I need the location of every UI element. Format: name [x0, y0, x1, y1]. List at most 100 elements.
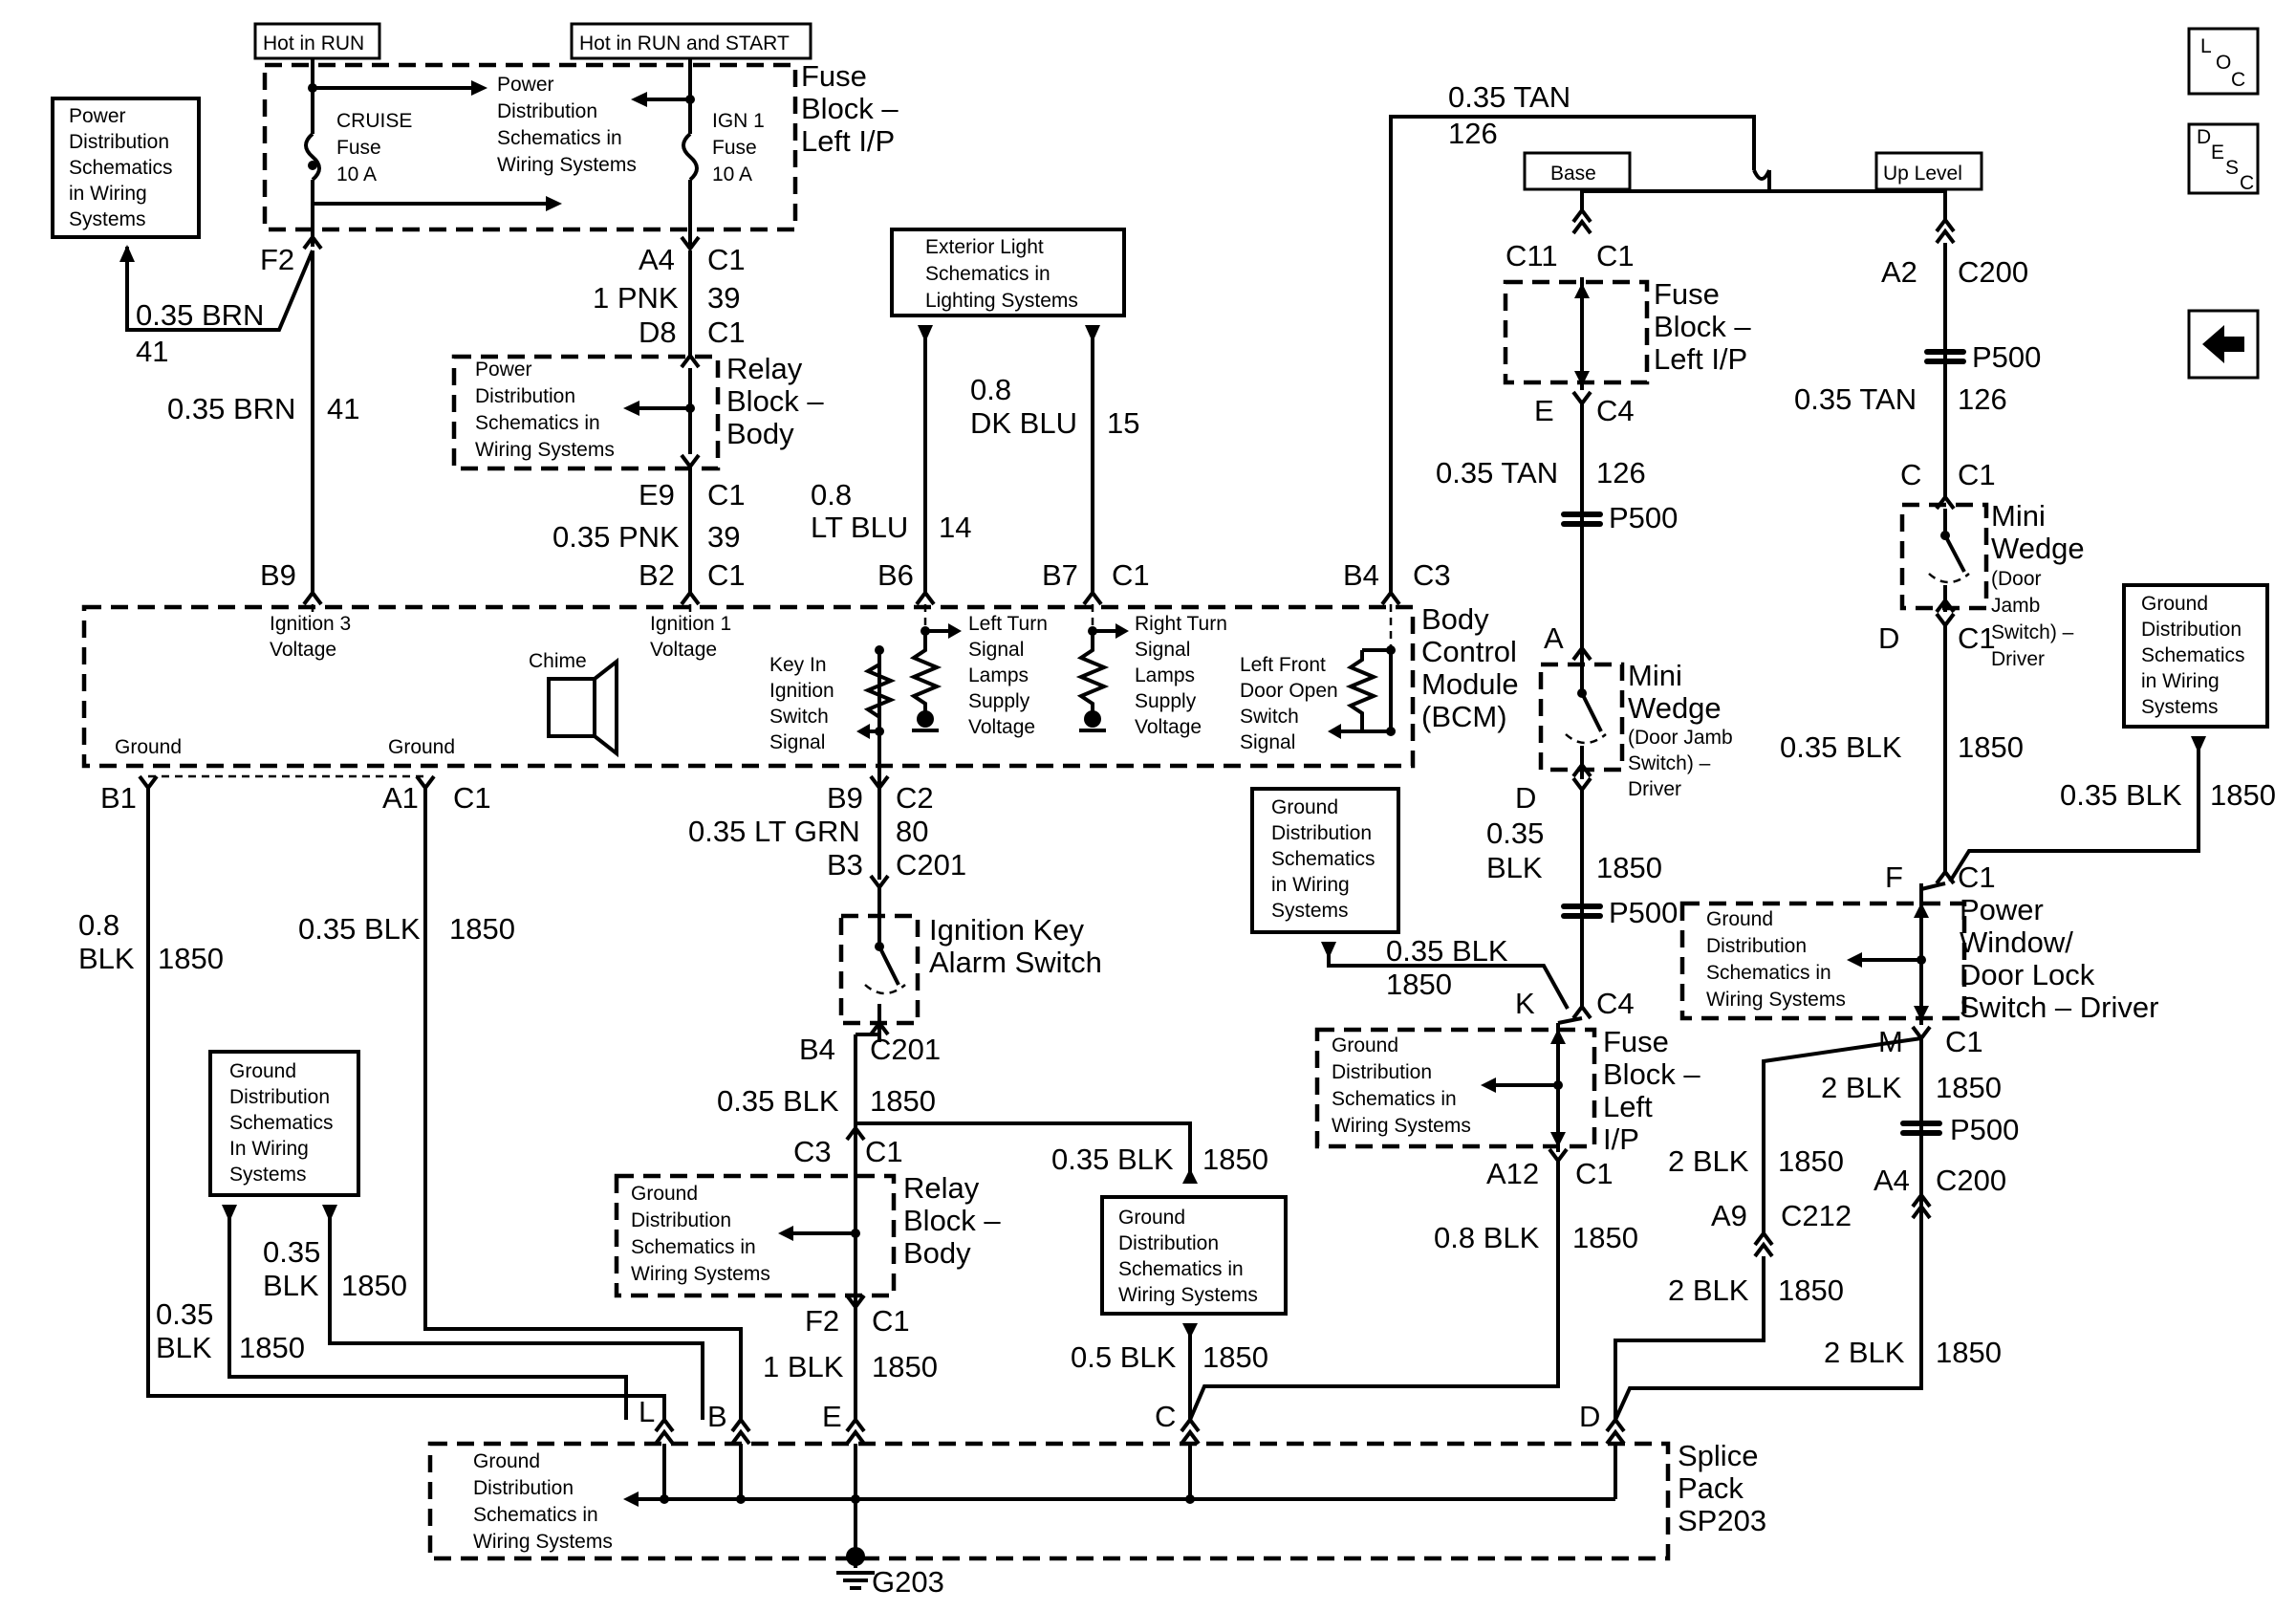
wire-ltblu-14 — [918, 325, 933, 593]
svg-text:Body: Body — [903, 1236, 971, 1270]
bcm-ign3-label: Ignition 3 — [270, 613, 351, 635]
svg-text:Schematics in: Schematics in — [475, 412, 600, 434]
svg-text:Left Turn: Left Turn — [968, 613, 1048, 635]
wire-2blk-a4-to-splice — [1614, 1218, 1923, 1421]
loc-nav-icon[interactable]: L O C — [2187, 27, 2260, 96]
svg-text:Block –: Block – — [801, 92, 899, 125]
label-c1-e9: C1 — [707, 478, 746, 512]
svg-text:Distribution: Distribution — [1118, 1232, 1219, 1254]
label-1blk: 1 BLK — [763, 1350, 844, 1383]
gd-right-box[interactable]: Ground Distribution Schematics in Wiring… — [2122, 583, 2269, 729]
label-c1-b2: C1 — [707, 558, 746, 592]
svg-text:P500: P500 — [1972, 340, 2041, 374]
wire-2blk-to-a9 — [1762, 1036, 1922, 1233]
connector-f-pw — [1935, 868, 1956, 885]
label-1850-b1: 1850 — [158, 942, 224, 975]
label-035-gdl1: 0.35 — [156, 1297, 213, 1331]
svg-text:in Wiring: in Wiring — [1271, 874, 1350, 896]
left-turn-circuit: Left Turn Signal Lamps Supply Voltage — [908, 604, 1048, 738]
connector-b2 — [680, 589, 701, 606]
label-39-2: 39 — [707, 520, 740, 554]
label-1850-gd-center: 1850 — [1202, 1143, 1268, 1176]
label-b9-bcm: B9 — [260, 558, 296, 592]
label-1pnk: 1 PNK — [593, 281, 679, 315]
svg-text:Signal: Signal — [1135, 639, 1190, 661]
connector-a2 — [1935, 216, 1956, 233]
label-a9: A9 — [1711, 1199, 1747, 1232]
label-035brn-1: 0.35 BRN — [136, 298, 264, 332]
svg-text:Ground: Ground — [1118, 1207, 1185, 1229]
exterior-light-box[interactable]: Exterior Light Schematics in Lighting Sy… — [890, 228, 1126, 317]
fuse-block-left-ip-top: Fuse Block – Left I/P — [262, 59, 899, 232]
label-b6: B6 — [877, 558, 914, 592]
wire-blk-gd-mid — [1321, 942, 1570, 1010]
svg-text:Lighting Systems: Lighting Systems — [925, 290, 1078, 312]
svg-text:Wedge: Wedge — [1628, 691, 1722, 725]
svg-text:Switch – Driver: Switch – Driver — [1960, 991, 2158, 1024]
pd-text-relay-upper[interactable]: Power Distribution Schematics in Wiring … — [475, 359, 615, 461]
bcm-ground-2: Ground — [388, 736, 455, 758]
desc-nav-icon[interactable]: D E S C — [2187, 122, 2260, 195]
connector-a9 — [1753, 1230, 1774, 1247]
svg-text:I/P: I/P — [1603, 1122, 1639, 1156]
relay-block-body-upper: Relay Block – Body — [451, 352, 824, 471]
label-035tan-base: 0.35 TAN — [1436, 456, 1558, 490]
svg-text:In Wiring: In Wiring — [229, 1138, 309, 1160]
gd-text-splice[interactable]: Ground Distribution Schematics in Wiring… — [473, 1450, 613, 1553]
svg-text:Switch) –: Switch) – — [1628, 752, 1711, 774]
label-c2: C2 — [896, 781, 934, 815]
connector-a-mini — [1571, 644, 1592, 662]
svg-text:O: O — [2216, 52, 2231, 74]
svg-text:Switch: Switch — [769, 706, 829, 728]
label-d-mini: D — [1515, 781, 1536, 815]
label-e-c4: E — [1534, 394, 1554, 427]
gd-text-fuse-lower[interactable]: Ground Distribution Schematics in Wiring… — [1332, 1034, 1471, 1137]
label-80: 80 — [896, 815, 928, 848]
connector-b6 — [915, 589, 936, 606]
svg-text:Distribution: Distribution — [631, 1209, 731, 1231]
label-c201-b4: C201 — [870, 1033, 941, 1066]
gd-text-relay-lower[interactable]: Ground Distribution Schematics in Wiring… — [631, 1183, 770, 1285]
svg-text:Ground: Ground — [1706, 908, 1773, 930]
svg-text:Systems: Systems — [69, 208, 146, 230]
label-c11: C11 — [1505, 239, 1558, 272]
svg-text:Module: Module — [1421, 667, 1519, 701]
connector-e9 — [680, 453, 701, 470]
back-arrow-icon[interactable] — [2187, 309, 2260, 380]
connector-c11-b — [1571, 218, 1592, 235]
svg-text:SP203: SP203 — [1678, 1504, 1766, 1537]
svg-text:Ground: Ground — [631, 1183, 698, 1205]
pd-left-box[interactable]: Power Distribution Schematics in Wiring … — [51, 97, 201, 239]
label-1850-m: 1850 — [1936, 1071, 2002, 1104]
wire-blk-gd-left-2 — [322, 1205, 704, 1420]
svg-text:Block –: Block – — [726, 384, 824, 418]
label-035blk-uplevel: 0.35 BLK — [1780, 730, 1902, 764]
label-b7: B7 — [1042, 558, 1078, 592]
key-in-switch-circuit: Key In Ignition Switch Signal — [769, 645, 897, 765]
label-41-2: 41 — [327, 392, 359, 425]
label-15: 15 — [1107, 406, 1139, 440]
svg-text:Relay: Relay — [726, 352, 803, 385]
label-1850-1blk: 1850 — [872, 1350, 938, 1383]
svg-text:Block –: Block – — [1603, 1057, 1700, 1091]
svg-text:Distribution: Distribution — [2141, 619, 2242, 641]
svg-text:Ground: Ground — [1271, 796, 1338, 818]
svg-text:Wiring Systems: Wiring Systems — [475, 439, 615, 461]
svg-text:Schematics in: Schematics in — [925, 263, 1051, 285]
label-035blk-gd-center: 0.35 BLK — [1051, 1143, 1174, 1176]
pd-text-fuse-block[interactable]: Power Distribution Schematics in Wiring … — [497, 74, 637, 176]
svg-text:Voltage: Voltage — [1135, 716, 1202, 738]
gd-center-box[interactable]: Ground Distribution Schematics in Wiring… — [1100, 1195, 1288, 1316]
label-f2: F2 — [260, 243, 294, 276]
gd-mid-box[interactable]: Ground Distribution Schematics in Wiring… — [1250, 787, 1400, 934]
svg-text:Left Front: Left Front — [1240, 654, 1326, 676]
wire-tan-126-top — [1389, 115, 1947, 593]
svg-text:Pack: Pack — [1678, 1471, 1744, 1505]
svg-text:Schematics in: Schematics in — [1332, 1088, 1457, 1110]
gd-left-box[interactable]: Ground Distribution Schematics In Wiring… — [208, 1050, 360, 1197]
label-d-mini-up: D — [1878, 621, 1899, 655]
gd-text-power-window[interactable]: Ground Distribution Schematics in Wiring… — [1706, 908, 1846, 1011]
connector-b4-c201 — [869, 1019, 890, 1036]
wire-jog-f — [1920, 882, 1946, 891]
label-035blk-gd-right: 0.35 BLK — [2060, 778, 2182, 812]
